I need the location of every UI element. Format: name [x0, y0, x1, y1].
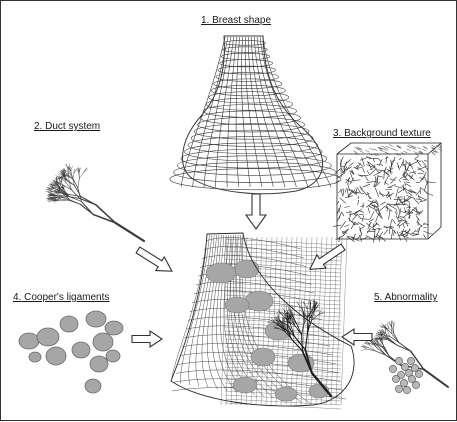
- arrow-from-coopers-ligaments: [132, 331, 162, 347]
- coopers-ligaments-blobs: [19, 311, 123, 393]
- abnormality-lesion: [389, 357, 422, 393]
- background-texture-cube: [333, 143, 442, 243]
- abnormality-tree: [361, 321, 448, 387]
- breast-shape-wireframe: [170, 36, 341, 194]
- duct-system-tree: [46, 164, 144, 241]
- arrow-from-breast-shape: [246, 194, 266, 229]
- arrow-from-abnormality: [342, 329, 372, 345]
- arrow-from-duct-system: [134, 243, 176, 278]
